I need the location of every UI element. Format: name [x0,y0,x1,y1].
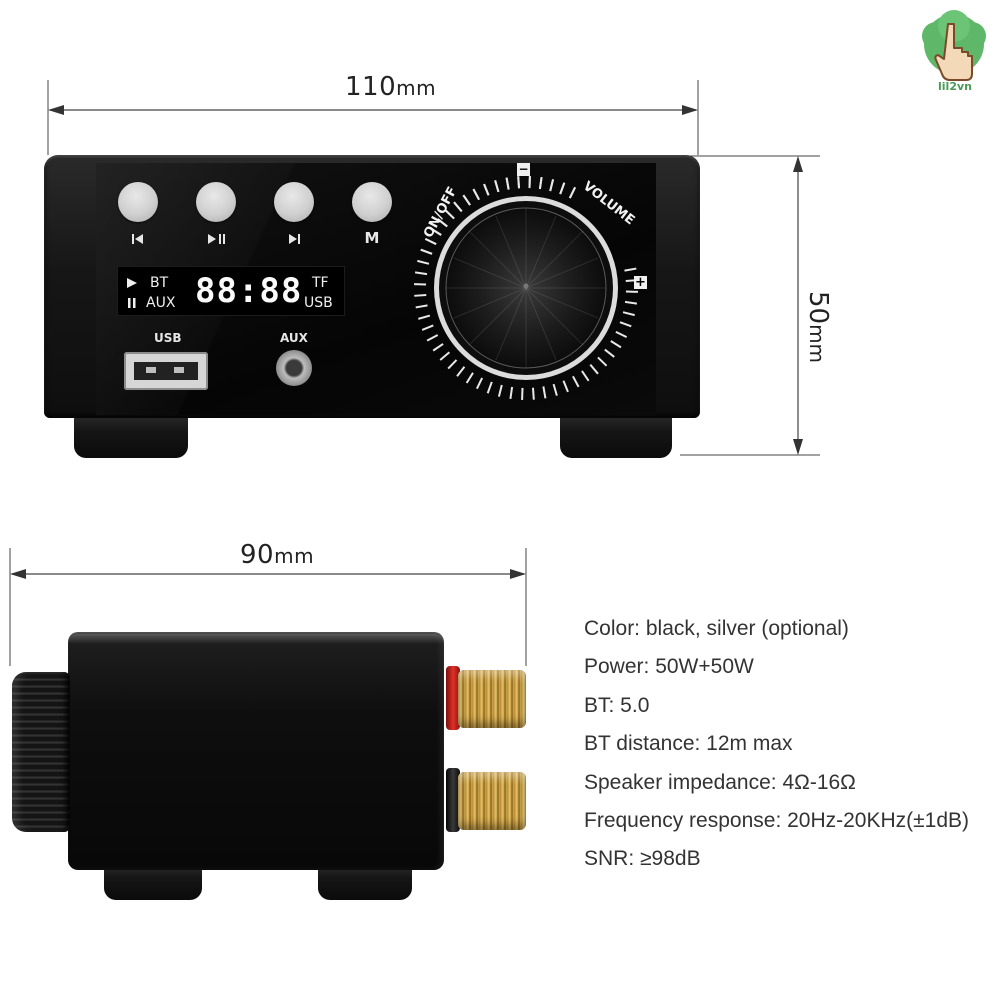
side-right-foot [318,864,412,900]
side-volume-knob[interactable] [12,672,70,832]
led-display: BT AUX 88:88 TF USB [117,266,345,316]
knob-tick [417,259,430,265]
usb-port-label: USB [154,331,182,345]
knob-tick [568,186,576,199]
height-label: 50mm [803,290,834,364]
knob-tick [426,334,439,342]
knob-tick [424,238,437,246]
display-bt: BT [150,275,169,291]
usb-port[interactable] [124,352,208,390]
knob-tick [439,351,451,361]
volume-plus-icon: + [634,275,647,290]
spec-bt-distance: BT distance: 12m max [584,732,793,755]
aux-jack[interactable] [276,350,312,386]
knob-tick [589,363,599,375]
negative-speaker-terminal[interactable] [458,772,526,830]
pause-indicator-icon [128,298,136,308]
knob-tick [430,227,442,236]
spec-frequency: Frequency response: 20Hz-20KHz(±1dB) [584,809,970,832]
positive-terminal-ring [446,666,460,730]
aux-port-label: AUX [280,331,308,345]
knob-tick [538,176,543,190]
knob-tick [421,324,434,331]
previous-button[interactable] [118,182,158,222]
knob-tick [472,188,480,201]
volume-knob[interactable] [398,160,658,416]
knob-tick [622,311,635,317]
knob-tick [559,182,566,195]
knob-tick [615,330,628,338]
knob-tick [497,384,503,397]
play-indicator-icon [127,278,137,288]
knob-tick [420,248,433,255]
spec-impedance: Speaker impedance: 4Ω-16Ω [584,771,856,794]
knob-tick [415,304,428,309]
knob-tick [494,180,500,193]
knob-tick [418,314,431,320]
watermark-text: lil2vn [938,80,972,93]
knob-tick [414,271,428,276]
mode-icon: M [364,229,380,247]
negative-terminal-ring [446,768,460,832]
knob-tick [462,194,471,206]
front-right-foot [560,414,672,458]
knob-tick [414,293,427,297]
spec-power: Power: 50W+50W [584,655,754,678]
side-left-foot [104,864,202,900]
knob-tick [444,209,455,220]
spec-snr: SNR: ≥98dB [584,847,701,870]
pointing-hand-cloud-icon [922,10,986,81]
knob-tick [531,387,535,400]
side-reflection [68,634,444,644]
knob-tick [453,201,463,213]
knob-tick [447,359,458,370]
display-tf: TF [312,275,329,291]
knob-tick [432,343,444,352]
knob-tick [509,386,514,400]
knob-tick [610,340,622,349]
mode-button[interactable] [352,182,392,222]
knob-tick [604,348,615,358]
knob-tick [437,218,448,228]
knob-tick [476,377,484,390]
knob-tick [624,300,638,305]
knob-tick [581,370,590,382]
knob-tick [542,386,547,399]
knob-tick [465,372,474,384]
display-aux: AUX [146,295,176,311]
amplifier-side-body [68,632,444,870]
knob-tick [483,183,490,196]
knob-tick [597,356,608,367]
spec-bt: BT: 5.0 [584,694,650,717]
display-time: 88:88 [195,271,303,311]
knob-tick [517,176,521,189]
previous-track-icon [132,234,143,244]
knob-tick [486,381,493,394]
spec-color: Color: black, silver (optional) [584,617,849,640]
play-pause-icon [208,234,225,244]
depth-dimension-line [9,548,527,666]
knob-tick [456,366,466,377]
front-left-foot [74,414,188,458]
volume-minus-icon: − [517,162,530,176]
height-dimension-line [680,155,820,456]
knob-tick [624,267,637,272]
width-label: 110mm [345,72,437,102]
width-dimension-line [47,80,699,155]
knob-tick [572,375,580,388]
knob-tick [562,380,569,393]
knob-tick [549,179,555,192]
next-track-icon [289,234,300,244]
play-pause-button[interactable] [196,182,236,222]
knob-tick [619,321,632,328]
positive-speaker-terminal[interactable] [458,670,526,728]
depth-label: 90mm [240,540,315,570]
next-button[interactable] [274,182,314,222]
display-usb: USB [304,295,333,311]
knob-tick [505,177,510,190]
knob-tick [552,383,558,396]
